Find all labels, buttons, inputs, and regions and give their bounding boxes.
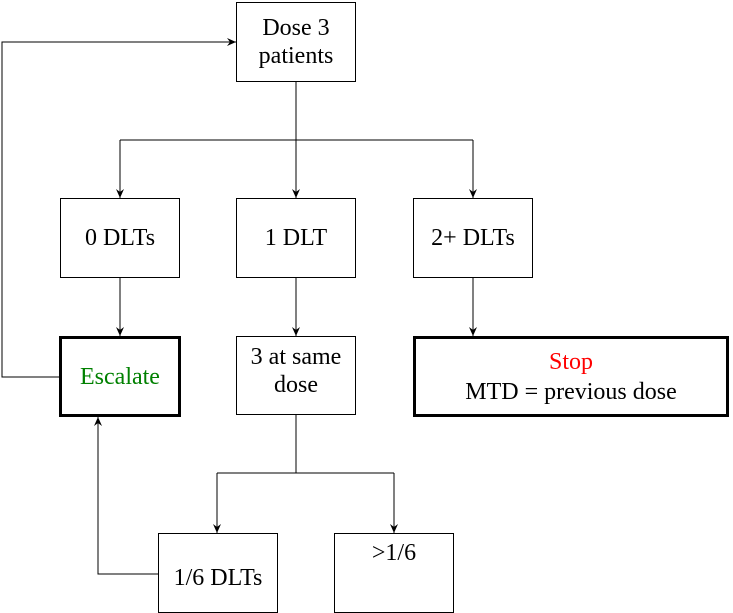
node-stop: Stop MTD = previous dose [413, 336, 729, 417]
node-dose-line1: Dose 3 [262, 15, 330, 41]
node-same-dose-line1: 3 at same [250, 343, 342, 370]
node-1-dlt: 1 DLT [236, 198, 356, 278]
node-0-dlts-label: 0 DLTs [84, 225, 156, 251]
diagram-connectors [1, 38, 477, 575]
loop-escalate-to-dose [1, 38, 236, 378]
node-more-than-1-6: >1/6 [334, 533, 454, 613]
node-1-6-dlts: 1/6 DLTs [158, 533, 278, 613]
node-2plus-dlts-label: 2+ DLTs [431, 225, 515, 251]
node-1-6-dlts-label: 1/6 DLTs [173, 565, 263, 591]
node-same-dose-line2: dose [273, 371, 318, 398]
node-0-dlts: 0 DLTs [60, 198, 180, 278]
node-escalate: Escalate [59, 336, 181, 417]
loop-1-6-to-escalate [94, 417, 158, 575]
node-1-dlt-label: 1 DLT [264, 225, 328, 251]
node-dose-line2: patients [258, 43, 334, 69]
node-escalate-label: Escalate [80, 363, 160, 390]
node-stop-title: Stop [548, 348, 593, 375]
node-stop-mtd: MTD = previous dose [465, 378, 677, 405]
node-2plus-dlts: 2+ DLTs [413, 198, 533, 278]
node-more-1-6-label: >1/6 [371, 540, 417, 566]
node-3-at-same-dose: 3 at same dose [236, 336, 356, 415]
node-dose-3-patients: Dose 3 patients [236, 2, 356, 82]
